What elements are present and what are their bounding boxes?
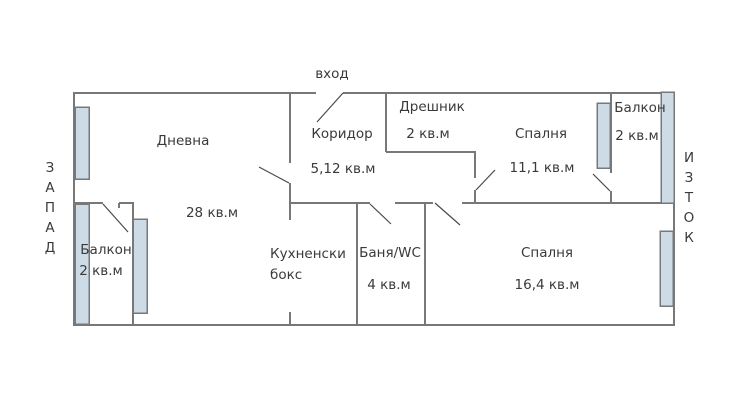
room-label-bath: Баня/WC bbox=[359, 245, 421, 261]
door-balcony-west bbox=[102, 203, 129, 233]
window-balcony-west-glazing bbox=[74, 203, 90, 325]
room-area-bedroom-big: 16,4 кв.м bbox=[514, 277, 580, 293]
window-living-west bbox=[74, 106, 90, 180]
room-label-bedroom-small: Спалня bbox=[514, 126, 568, 142]
room-area-balcony-west: 2 кв.м bbox=[79, 263, 123, 279]
room-area-bath: 4 кв.м bbox=[367, 277, 411, 293]
room-label-balcony-east: Балкон bbox=[614, 100, 666, 116]
walls bbox=[73, 92, 675, 326]
window-balcony-east-glazing bbox=[660, 91, 675, 204]
compass-east-label: ИЗТОК bbox=[681, 150, 697, 250]
room-area-living: 28 кв.м bbox=[185, 205, 239, 221]
room-label-balcony-west: Балкон bbox=[80, 242, 132, 258]
door-bath bbox=[369, 203, 392, 225]
room-label-closet: Дрешник bbox=[399, 99, 465, 115]
room-label-corridor: Коридор bbox=[311, 126, 373, 142]
door-bedroom-big bbox=[434, 202, 461, 226]
room-area-bedroom-small: 11,1 кв.м bbox=[509, 160, 575, 176]
room-label-kitchen: Кухненски бокс bbox=[270, 246, 346, 283]
windows bbox=[74, 91, 675, 325]
room-area-closet: 2 кв.м bbox=[406, 126, 450, 142]
window-bedroom-to-balcony bbox=[596, 102, 611, 169]
room-area-balcony-east: 2 кв.м bbox=[615, 128, 659, 144]
door-entrance bbox=[316, 92, 344, 123]
window-living-to-balcony bbox=[132, 218, 148, 314]
compass-west-label: ЗАПАД bbox=[42, 160, 58, 260]
door-balcony-east bbox=[592, 173, 611, 192]
door-living bbox=[258, 166, 290, 184]
room-area-corridor: 5,12 кв.м bbox=[310, 161, 376, 177]
window-bedroom-east bbox=[659, 230, 674, 307]
entrance-label: вход bbox=[315, 66, 349, 82]
doors bbox=[102, 92, 611, 233]
room-label-bedroom-big: Спалня bbox=[520, 245, 574, 261]
room-label-living: Дневна bbox=[156, 133, 210, 149]
door-bedroom-small bbox=[475, 169, 496, 191]
